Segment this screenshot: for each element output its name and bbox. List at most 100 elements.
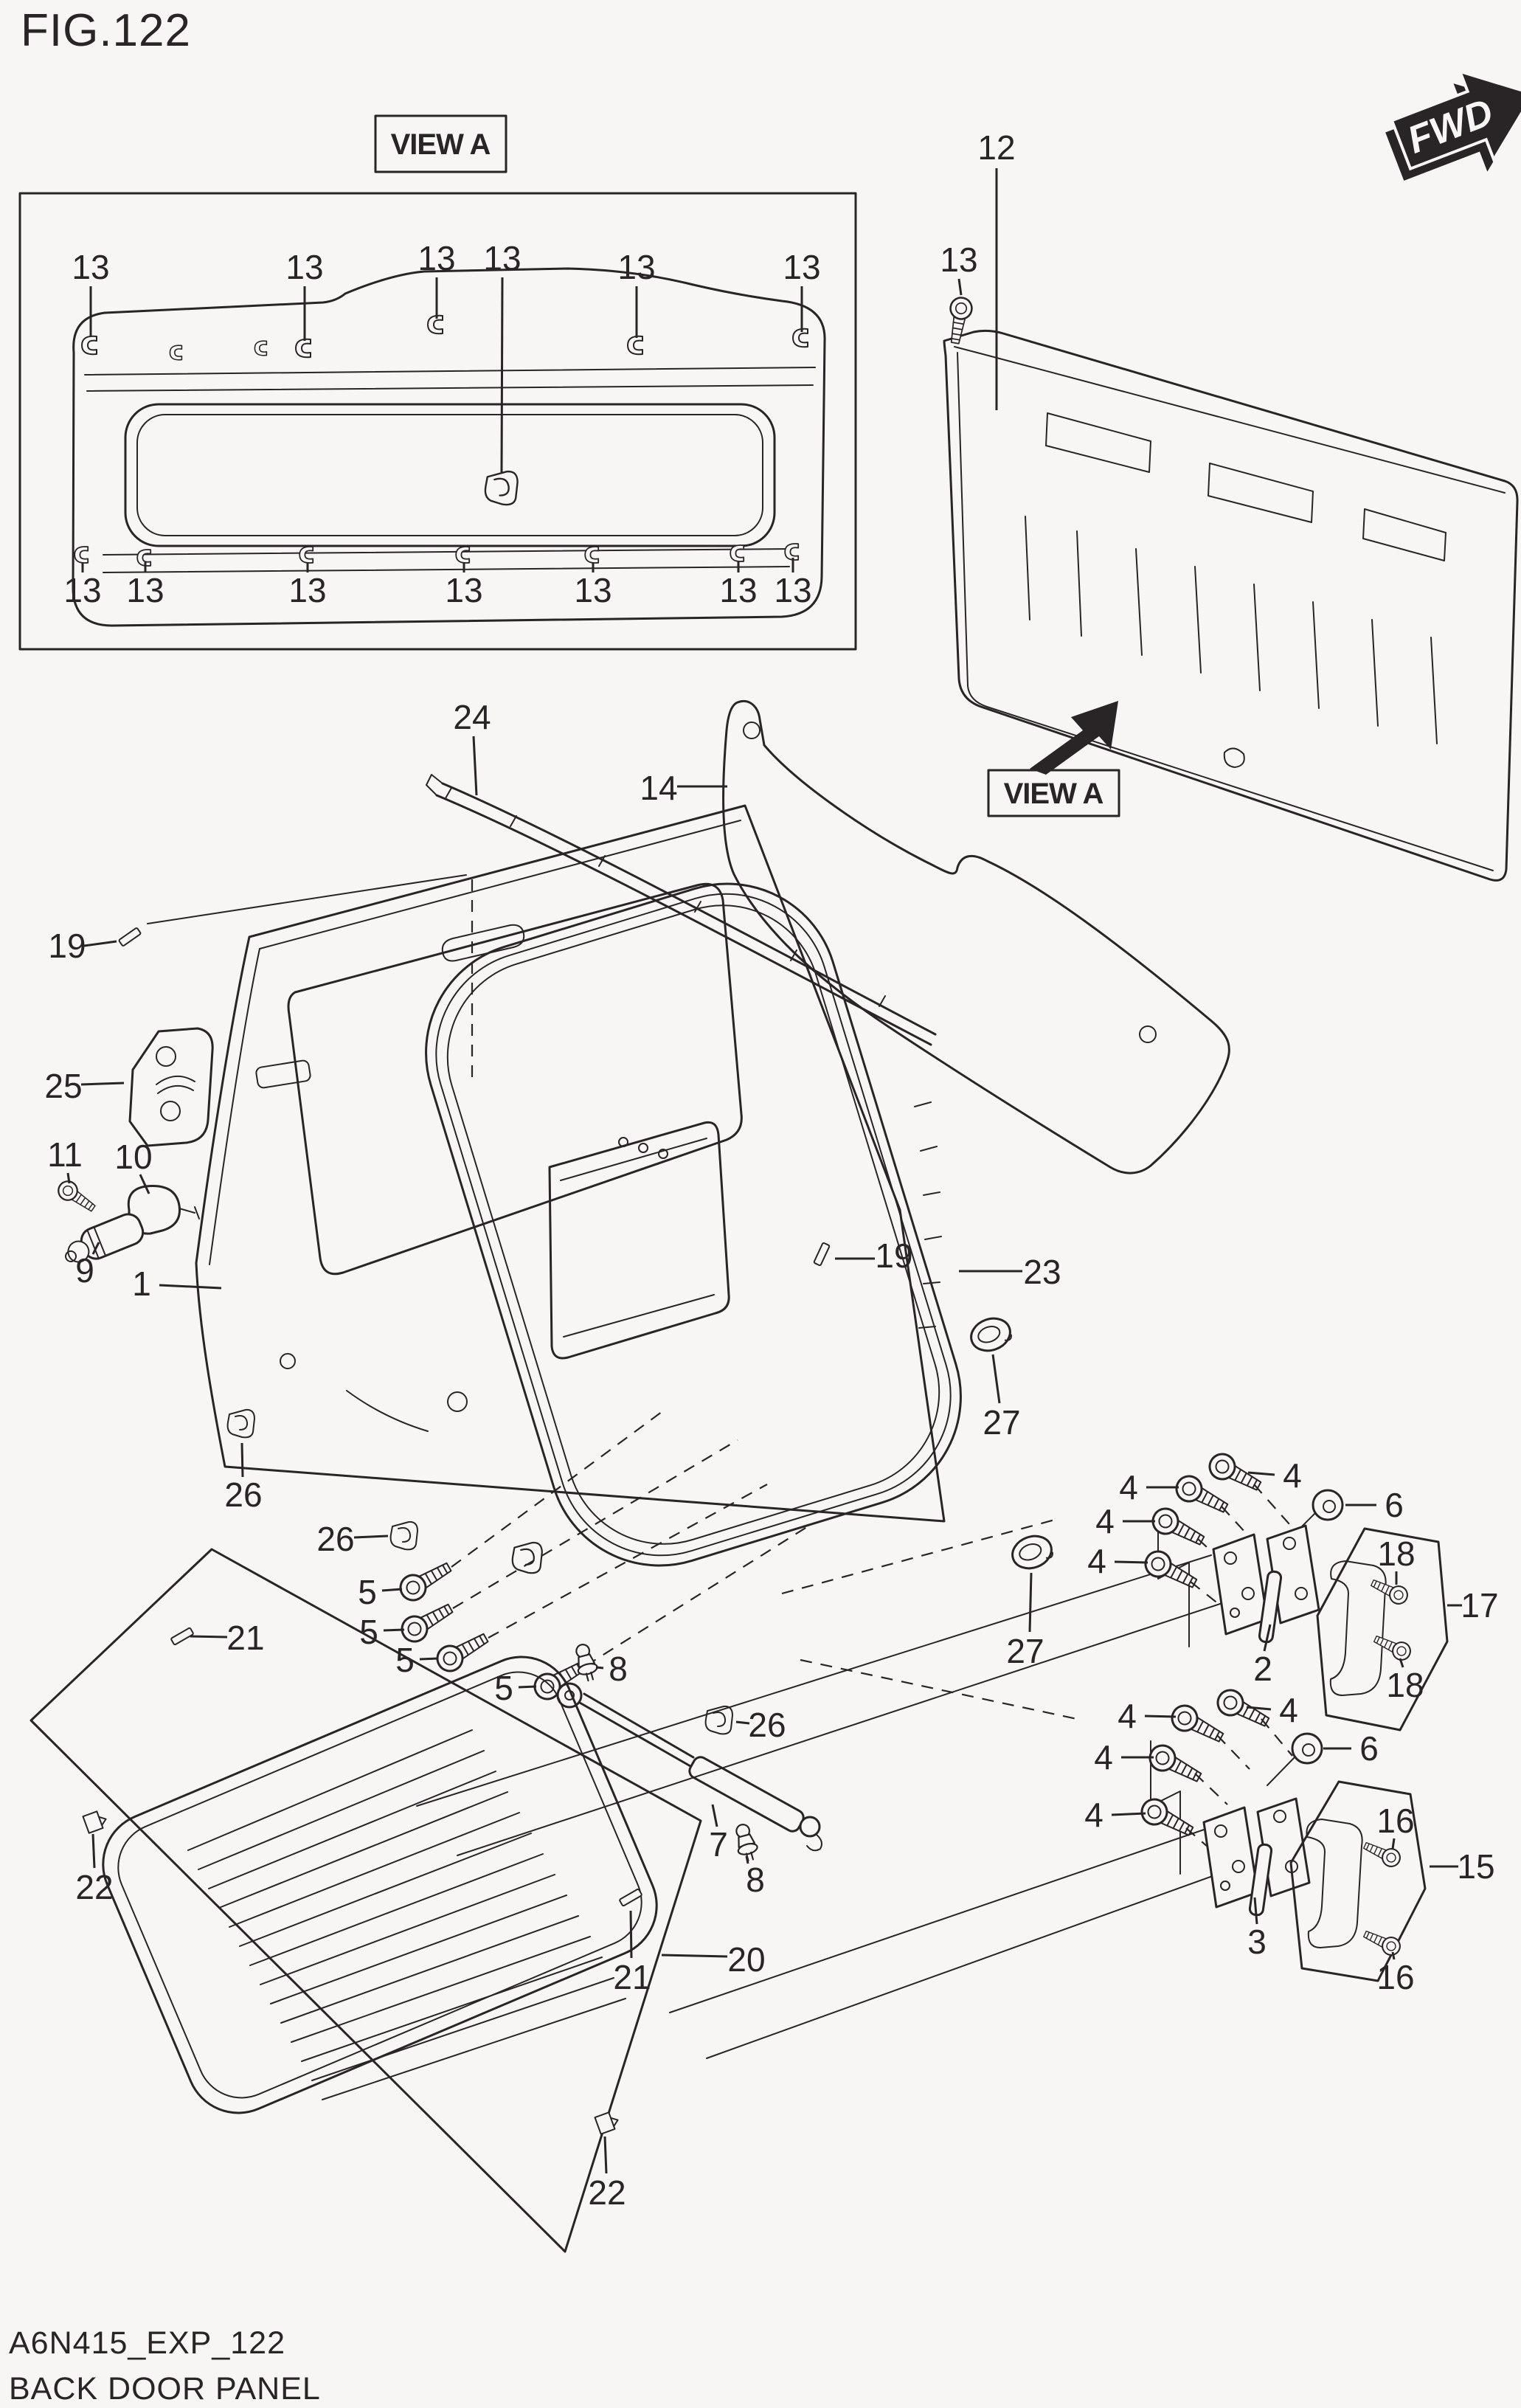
part-callout-13: 13: [418, 239, 455, 277]
leader-line: [190, 1635, 228, 1639]
part-callout-6: 6: [1359, 1729, 1379, 1768]
leader-line: [1144, 1715, 1177, 1718]
part-callout-5: 5: [494, 1669, 513, 1707]
leader-line: [139, 1174, 150, 1194]
part-callout-22: 22: [588, 2173, 626, 2212]
pin-19: [117, 927, 142, 947]
part-callout-13: 13: [126, 571, 164, 609]
striker-plate-25: [128, 1027, 214, 1147]
part-callout-4: 4: [1087, 1542, 1106, 1580]
part-callout-14: 14: [640, 769, 677, 807]
fwd-arrow: FWD: [1385, 69, 1521, 181]
leader-line: [745, 1855, 749, 1864]
part-callout-2: 2: [1253, 1650, 1272, 1688]
view-a-box-mid: VIEW A: [987, 769, 1120, 817]
part-callout-8: 8: [609, 1650, 628, 1688]
part-callout-6: 6: [1385, 1486, 1404, 1524]
gas-strut-7: [556, 1682, 822, 1852]
part-callout-25: 25: [44, 1067, 82, 1105]
part-callout-21: 21: [226, 1619, 264, 1657]
defogger-line: [187, 1729, 473, 1851]
defogger-line: [280, 1915, 579, 2024]
leader-line: [1114, 1560, 1148, 1564]
part-callout-16: 16: [1376, 1958, 1414, 1996]
footer-caption: BACK DOOR PANEL: [9, 2371, 321, 2407]
part-callout-4: 4: [1094, 1738, 1113, 1776]
part-callout-8: 8: [746, 1861, 765, 1899]
part-callout-26: 26: [748, 1706, 786, 1744]
defogger-lines: [187, 1729, 626, 2100]
part-callout-5: 5: [358, 1573, 377, 1611]
leader-line: [83, 940, 117, 947]
leader-line: [735, 1720, 750, 1725]
view-a-inset-panel: [18, 192, 857, 651]
leader-line: [1399, 1658, 1404, 1668]
alignment-dashes: [781, 1518, 1078, 1720]
leader-line: [159, 1284, 222, 1290]
defogger-line: [270, 1895, 567, 2004]
leader-line: [595, 1666, 604, 1670]
defogger-line: [322, 1998, 626, 2100]
part-callout-5: 5: [395, 1641, 415, 1679]
service-hole-cover-14: [722, 700, 1230, 1174]
pin-19: [813, 1242, 831, 1267]
part-callout-4: 4: [1283, 1456, 1302, 1495]
weatherstrip-24: [426, 774, 937, 1046]
view-a-label-top: VIEW A: [391, 128, 491, 161]
part-callout-13: 13: [483, 239, 521, 277]
leader-line: [472, 736, 478, 796]
part-callout-13: 13: [63, 571, 101, 609]
leader-line: [80, 1082, 125, 1086]
view-a-label-mid: VIEW A: [1004, 778, 1103, 810]
leader-line: [381, 1588, 403, 1592]
part-callout-4: 4: [1095, 1502, 1115, 1540]
part-callout-20: 20: [727, 1940, 765, 1979]
part-callout-15: 15: [1457, 1847, 1494, 1886]
part-callout-13: 13: [774, 571, 811, 609]
cushion-9: [65, 1213, 145, 1263]
leader-line: [1391, 1838, 1396, 1850]
part-callout-13: 13: [574, 571, 611, 609]
grommet-27: [965, 1312, 1016, 1357]
defogger-line: [301, 1957, 603, 2062]
clip-26: [226, 1408, 255, 1439]
leader-line: [518, 1685, 537, 1689]
part-callout-26: 26: [224, 1475, 262, 1514]
part-callout-13: 13: [617, 248, 655, 286]
part-callout-4: 4: [1279, 1691, 1298, 1729]
leader-line: [1028, 1572, 1033, 1633]
part-callout-11: 11: [47, 1135, 83, 1174]
leader-line: [419, 1657, 439, 1661]
part-callout-13: 13: [783, 248, 820, 286]
leader-line: [1253, 1897, 1258, 1925]
defogger-line: [208, 1771, 496, 1889]
part-callout-22: 22: [75, 1868, 113, 1906]
defogger-line: [291, 1936, 591, 2043]
defogger-line: [229, 1812, 520, 1928]
part-callout-1: 1: [132, 1264, 151, 1303]
part-callout-13: 13: [445, 571, 482, 609]
part-callout-27: 27: [1006, 1632, 1044, 1670]
leader-line: [1247, 1471, 1275, 1476]
part-callout-19: 19: [875, 1236, 912, 1275]
leader-line: [353, 1535, 389, 1539]
leader-line: [957, 278, 963, 296]
part-callout-5: 5: [359, 1613, 378, 1651]
part-callout-10: 10: [114, 1138, 152, 1176]
part-callout-16: 16: [1376, 1802, 1414, 1840]
part-callout-7: 7: [709, 1825, 728, 1864]
leader-line: [661, 1954, 728, 1958]
part-callout-27: 27: [983, 1403, 1020, 1442]
glass-panel-box-20: [30, 1548, 702, 2253]
door-opening-weatherstrip-23: [425, 882, 962, 1567]
part-callout-19: 19: [48, 927, 86, 965]
part-callout-13: 13: [72, 248, 109, 286]
figure-title: FIG.122: [21, 5, 191, 56]
grommet-27: [1006, 1529, 1058, 1575]
clip-26: [389, 1520, 418, 1551]
leader-line: [991, 1354, 1001, 1404]
view-a-direction-arrow: [1030, 701, 1118, 775]
